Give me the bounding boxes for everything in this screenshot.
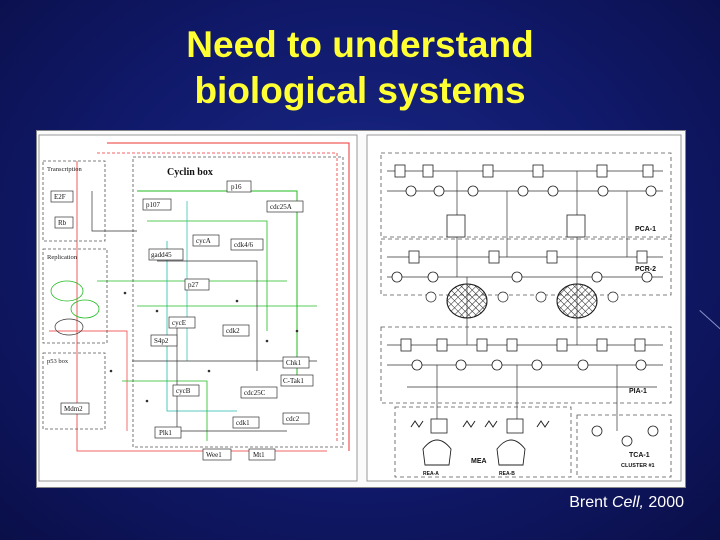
label-rea-a: REA-A <box>423 471 439 477</box>
node-wee1: Wee1 <box>206 451 222 459</box>
replication-box-label: Replication <box>47 254 78 261</box>
node-p27: p27 <box>188 281 199 289</box>
label-pca1: PCA-1 <box>635 226 656 233</box>
node-cyca: cycA <box>196 237 211 245</box>
node-p107: p107 <box>146 201 161 209</box>
node-s4p2: S4p2 <box>154 337 169 345</box>
slide-title: Need to understand biological systems <box>0 22 720 114</box>
citation-journal: Cell, <box>611 494 644 511</box>
citation-author: Brent <box>569 494 608 511</box>
node-gadd45: gadd45 <box>151 251 172 259</box>
network-figure: Transcription Cyclin box Replication p53… <box>36 130 686 488</box>
node-rb: Rb <box>58 219 67 227</box>
label-tca1: TCA-1 <box>629 452 650 459</box>
label-pcr2: PCR-2 <box>635 266 656 273</box>
p53-box-label: p53 box <box>47 358 69 365</box>
decorative-line <box>699 310 720 330</box>
title-line-2: biological systems <box>194 70 526 111</box>
figure-svg: Transcription Cyclin box Replication p53… <box>38 134 682 482</box>
node-plk1: Plk1 <box>159 429 172 437</box>
transcription-box-label: Transcription <box>47 166 83 173</box>
node-cycb: cycB <box>176 387 191 395</box>
label-pia1: PIA-1 <box>629 388 647 395</box>
label-cluster: CLUSTER #1 <box>621 463 655 469</box>
node-mt1: Mt1 <box>253 451 265 459</box>
node-cdk1: cdk1 <box>236 419 250 427</box>
right-diagram: PCA-1 PCR-2 PIA-1 TCA-1 CLUSTER #1 MEA R… <box>366 134 682 482</box>
node-ctak1: C-Tak1 <box>283 377 304 385</box>
node-cdk46: cdk4/6 <box>234 241 254 249</box>
title-line-1: Need to understand <box>186 24 534 65</box>
citation: Brent Cell, 2000 <box>569 494 684 512</box>
node-cdk2: cdk2 <box>226 327 240 335</box>
node-p16: p16 <box>231 183 242 191</box>
node-cdc25c: cdc25C <box>244 389 266 397</box>
node-cdc2: cdc2 <box>286 415 300 423</box>
label-mea: MEA <box>471 458 487 465</box>
left-diagram: Transcription Cyclin box Replication p53… <box>38 134 358 482</box>
label-rea-b: REA-B <box>499 471 515 477</box>
node-chk1: Chk1 <box>286 359 302 367</box>
node-mdm2: Mdm2 <box>64 405 83 413</box>
citation-year: 2000 <box>648 494 684 511</box>
node-e2f: E2F <box>54 193 66 201</box>
node-cdc25a: cdc25A <box>270 203 292 211</box>
cyclin-box-label: Cyclin box <box>167 167 213 178</box>
node-cyce: cycE <box>172 319 186 327</box>
